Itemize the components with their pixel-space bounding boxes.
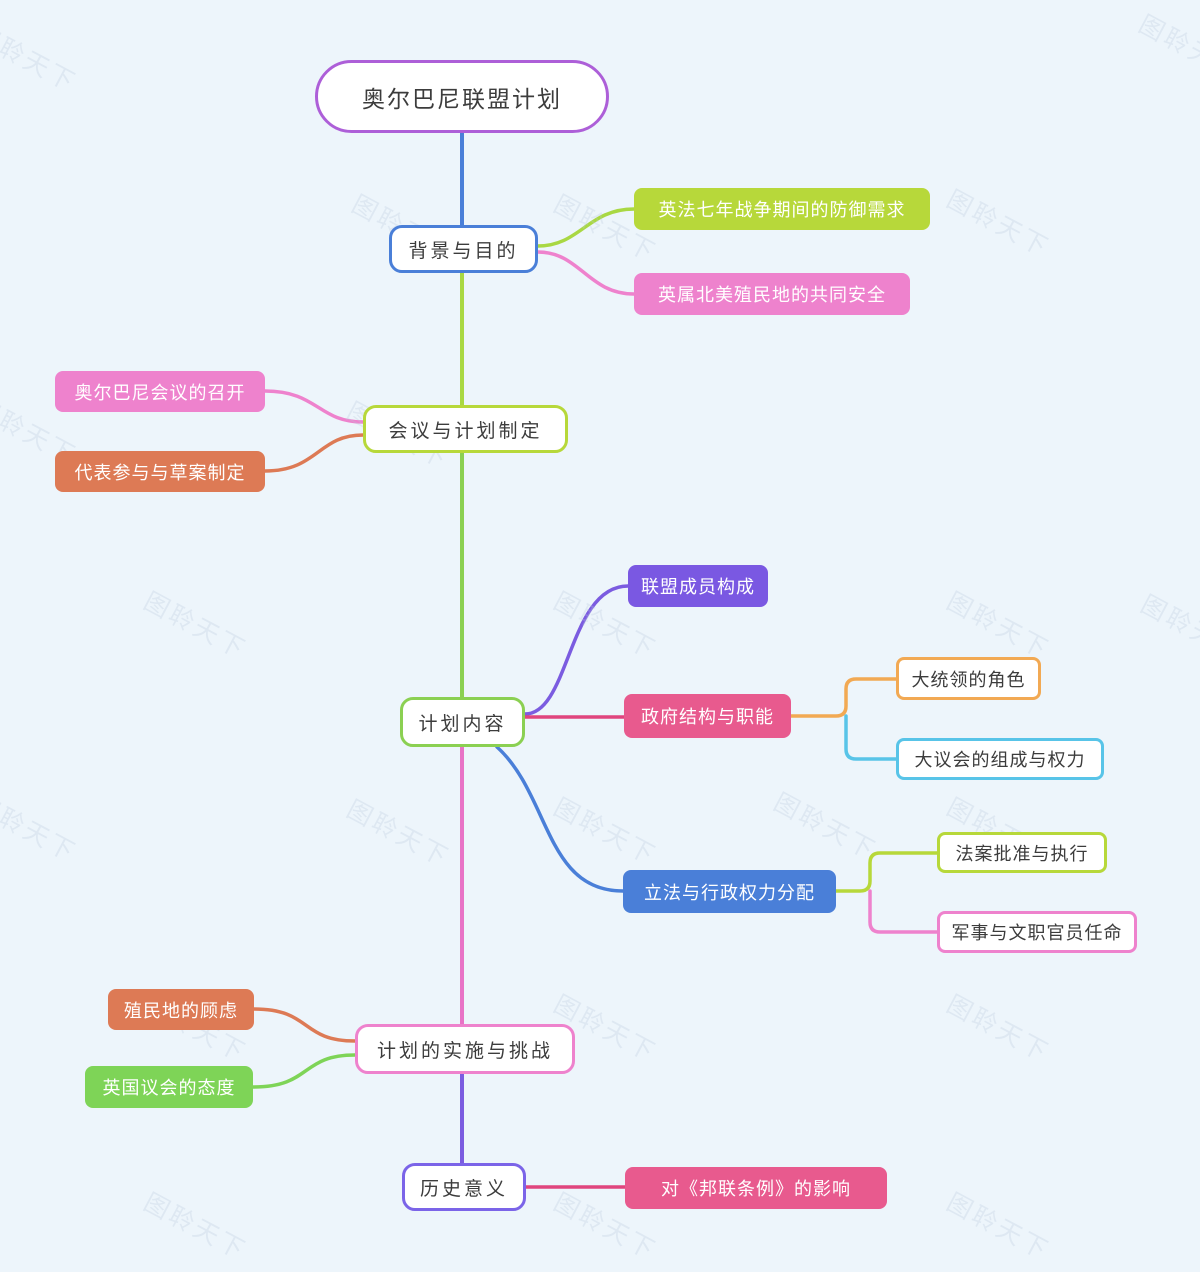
node-union-members[interactable]: 联盟成员构成 <box>628 565 768 607</box>
node-implementation-challenges[interactable]: 计划的实施与挑战 <box>355 1024 575 1074</box>
node-root-albany-plan[interactable]: 奥尔巴尼联盟计划 <box>315 60 609 133</box>
node-british-parliament-attitude[interactable]: 英国议会的态度 <box>85 1066 253 1108</box>
node-grand-council[interactable]: 大议会的组成与权力 <box>896 738 1104 780</box>
node-president-general-role[interactable]: 大统领的角色 <box>896 657 1041 700</box>
node-common-security[interactable]: 英属北美殖民地的共同安全 <box>634 273 910 315</box>
node-defense-needs[interactable]: 英法七年战争期间的防御需求 <box>634 188 930 230</box>
edge-legislative-appointments <box>868 889 939 934</box>
edge-background-security <box>536 250 636 296</box>
node-historical-significance[interactable]: 历史意义 <box>402 1163 526 1211</box>
edge-content-members <box>523 584 630 716</box>
node-legislative-executive-power[interactable]: 立法与行政权力分配 <box>623 870 836 913</box>
edge-content-legislative <box>495 745 625 893</box>
node-articles-confederation-influence[interactable]: 对《邦联条例》的影响 <box>625 1167 887 1209</box>
node-bill-approval[interactable]: 法案批准与执行 <box>937 832 1107 873</box>
node-colonial-concerns[interactable]: 殖民地的顾虑 <box>108 989 254 1030</box>
edge-government-president <box>789 677 898 718</box>
node-officer-appointments[interactable]: 军事与文职官员任命 <box>937 911 1137 953</box>
node-background-purpose[interactable]: 背景与目的 <box>389 225 538 273</box>
node-plan-content[interactable]: 计划内容 <box>400 697 525 747</box>
edge-government-council <box>844 714 898 761</box>
edge-meeting-delegates <box>263 433 365 473</box>
edge-meeting-convening <box>263 389 365 424</box>
node-government-structure[interactable]: 政府结构与职能 <box>624 694 791 738</box>
edge-background-defense <box>536 207 636 248</box>
edge-implementation-concerns <box>252 1007 357 1043</box>
node-delegates-draft[interactable]: 代表参与与草案制定 <box>55 451 265 492</box>
edge-implementation-parliament <box>251 1053 357 1089</box>
node-meeting-planning[interactable]: 会议与计划制定 <box>363 405 568 453</box>
edge-legislative-bills <box>834 851 939 893</box>
node-congress-convening[interactable]: 奥尔巴尼会议的召开 <box>55 371 265 412</box>
